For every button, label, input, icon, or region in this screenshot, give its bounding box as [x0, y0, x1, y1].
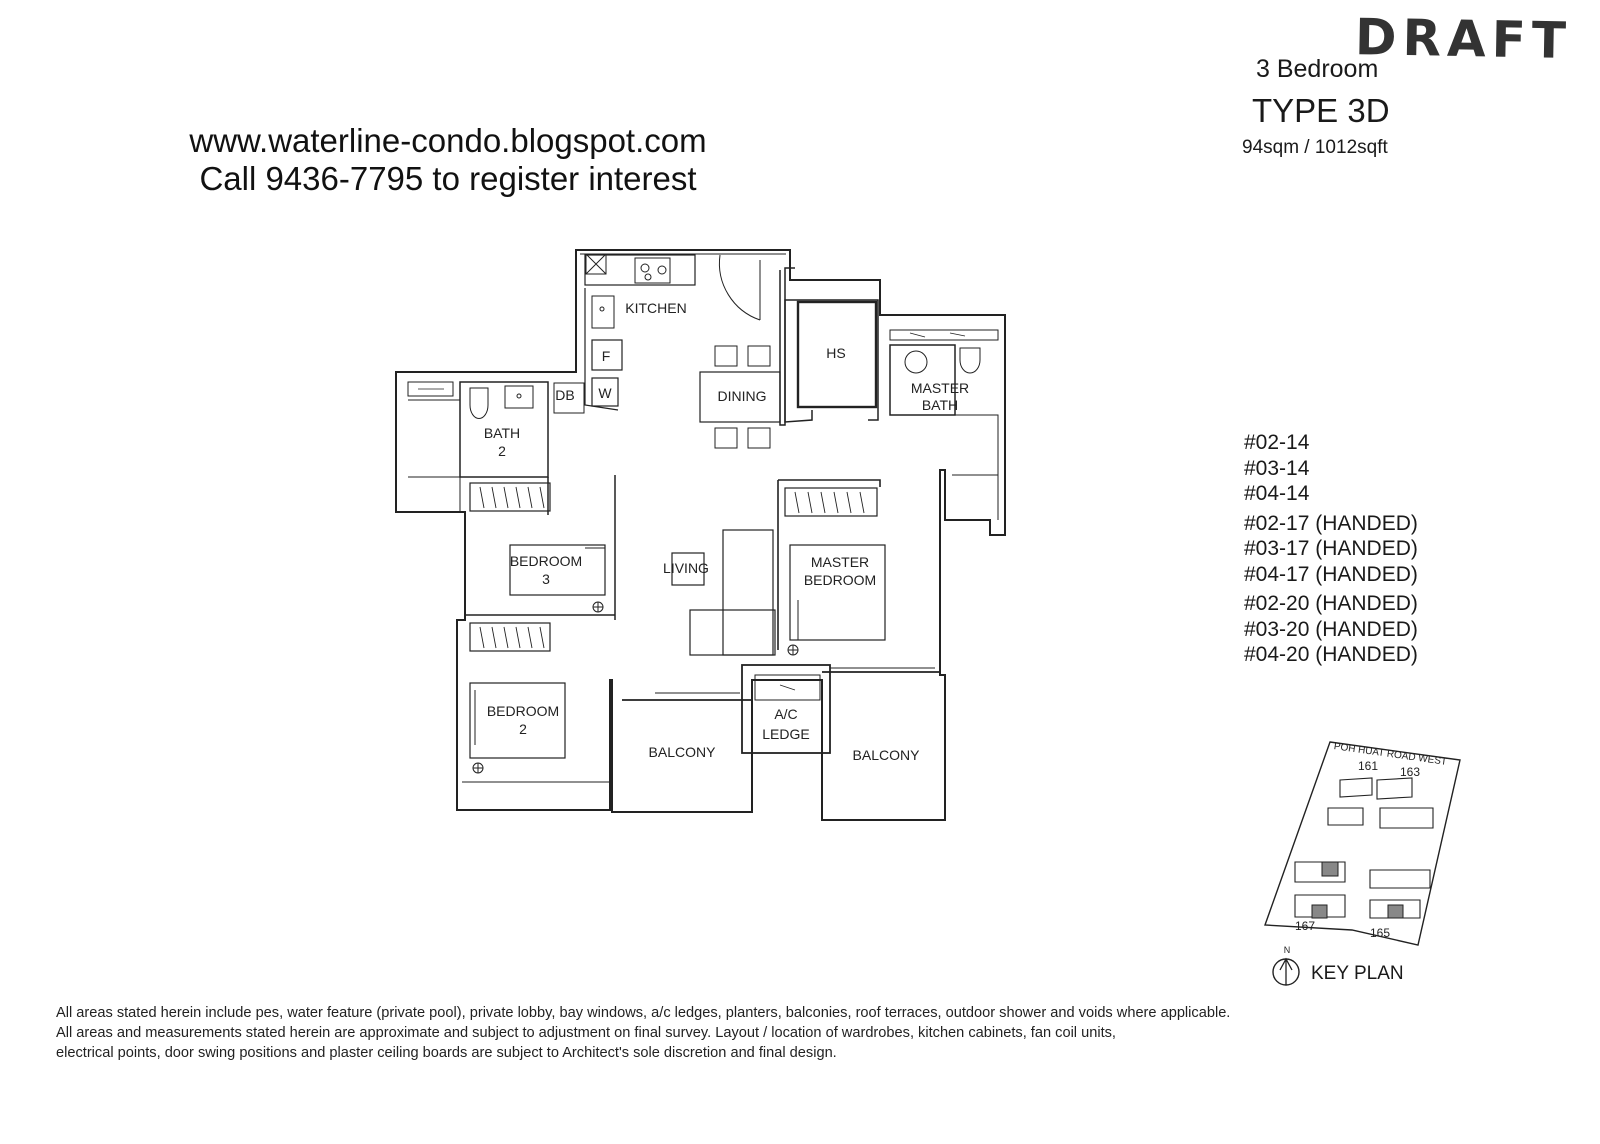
label-db: DB [555, 387, 574, 403]
unit-list: #02-14 #03-14 #04-14 #02-17 (HANDED) #03… [1244, 430, 1418, 668]
label-ac-ledge-1: A/C [774, 706, 797, 722]
wardrobe-bedroom-3 [469, 482, 551, 512]
label-balcony-right: BALCONY [853, 747, 921, 763]
site-boundary [1264, 741, 1461, 946]
label-f: F [602, 348, 611, 364]
label-bath2-2: 2 [498, 443, 506, 459]
door-swing [718, 254, 761, 321]
label-block-161: 161 [1358, 759, 1378, 773]
key-plan-label: KEY PLAN [1311, 963, 1404, 984]
disclaimer-line: All areas and measurements stated herein… [56, 1025, 1116, 1041]
label-road: POH HUAT ROAD WEST [1333, 741, 1448, 768]
ac-ledge [741, 664, 831, 754]
fridge [591, 339, 623, 371]
label-master-bedroom-2: BEDROOM [804, 572, 876, 588]
unit-item: #02-17 (HANDED) [1244, 511, 1418, 535]
unit-item: #03-20 (HANDED) [1244, 617, 1418, 641]
unit-item: #02-14 [1244, 431, 1310, 454]
washer [591, 377, 619, 407]
disclaimer: All areas stated herein include pes, wat… [56, 1003, 1230, 1063]
unit-item: #02-20 (HANDED) [1244, 592, 1418, 615]
unit-type: TYPE 3D [1252, 92, 1390, 129]
label-block-165: 165 [1370, 926, 1390, 940]
label-bedroom-2-1: BEDROOM [487, 703, 559, 719]
outer-wall [395, 249, 1006, 821]
promo-call: Call 9436-7795 to register interest [199, 160, 697, 197]
label-north: N [1284, 945, 1291, 955]
disclaimer-line: electrical points, door swing positions … [56, 1045, 837, 1061]
dining-table [699, 371, 781, 423]
label-bedroom-2-2: 2 [519, 721, 527, 737]
label-bedroom-3-2: 3 [542, 571, 550, 587]
kitchen-counter [584, 254, 696, 286]
label-block-167: 167 [1295, 919, 1315, 933]
sink [634, 257, 671, 284]
unit-item: #04-20 (HANDED) [1244, 643, 1418, 666]
cooker [591, 295, 615, 329]
bedroom-count: 3 Bedroom [1256, 55, 1379, 83]
wardrobe-bedroom-2 [469, 622, 551, 652]
unit-area: 94sqm / 1012sqft [1242, 137, 1388, 158]
unit-item: #04-14 [1244, 482, 1310, 505]
label-living: LIVING [663, 560, 709, 576]
bed-bedroom-2 [469, 682, 566, 759]
unit-item: #03-14 [1244, 456, 1310, 480]
label-kitchen: KITCHEN [625, 300, 686, 316]
wardrobe-master-bedroom [784, 487, 878, 517]
sofa [722, 529, 774, 656]
label-dining: DINING [718, 388, 767, 404]
coffee-table [671, 552, 705, 586]
label-ac-ledge-2: LEDGE [762, 726, 809, 742]
label-bath2-1: BATH [484, 425, 520, 441]
label-master-bath-2: BATH [922, 397, 958, 413]
unit-item: #03-17 (HANDED) [1244, 537, 1418, 560]
label-bedroom-3-1: BEDROOM [510, 553, 582, 569]
disclaimer-line: All areas stated herein include pes, wat… [56, 1005, 1231, 1021]
label-balcony-left: BALCONY [649, 744, 717, 760]
label-hs: HS [826, 345, 845, 361]
promo-website[interactable]: www.waterline-condo.blogspot.com [189, 122, 707, 159]
key-plan [1264, 741, 1461, 986]
label-w: W [598, 385, 612, 401]
label-master-bedroom-1: MASTER [811, 554, 869, 570]
bed-master-bedroom [789, 544, 886, 641]
label-master-bath-1: MASTER [911, 380, 969, 396]
promo-block: www.waterline-condo.blogspot.com Call 94… [148, 122, 748, 198]
household-shelter [796, 300, 878, 409]
unit-item: #04-17 (HANDED) [1244, 562, 1418, 586]
label-block-163: 163 [1400, 765, 1420, 779]
